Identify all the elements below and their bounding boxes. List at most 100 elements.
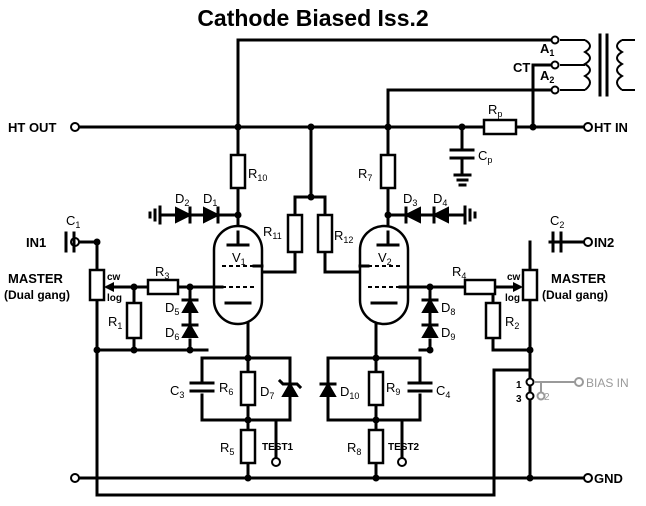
label-r9: R9	[386, 380, 400, 397]
resistor-r12	[316, 213, 334, 254]
label-r2: R2	[505, 314, 519, 331]
resistor-r2	[484, 301, 502, 340]
label-r7: R7	[358, 166, 372, 183]
label-v1: V1	[232, 250, 246, 267]
capacitor-c3	[189, 381, 215, 393]
label-r12: R12	[334, 228, 353, 245]
label-d4: D4	[433, 191, 447, 208]
label-rp: Rp	[488, 102, 502, 119]
diode-d5	[181, 298, 199, 313]
label-r11: R11	[263, 224, 282, 241]
diode-d3	[403, 206, 421, 224]
diode-d10	[319, 382, 337, 397]
label-d1: D1	[203, 191, 217, 208]
diode-d4	[431, 206, 449, 224]
in1-label: IN1	[26, 235, 46, 250]
label-r5: R5	[220, 440, 234, 457]
label-r4: R4	[452, 264, 466, 281]
capacitor-c2	[551, 231, 563, 253]
bias-in-label: BIAS IN	[586, 376, 629, 390]
bias-in-terminal	[574, 377, 584, 387]
master-left-subtitle: (Dual gang)	[4, 288, 70, 302]
master-pot-left	[88, 268, 106, 302]
test2-label: TEST2	[388, 442, 420, 453]
junction-dots	[93, 123, 537, 482]
label-d9: D9	[441, 325, 455, 342]
label-r1: R1	[108, 314, 122, 331]
gnd-terminal-left	[70, 473, 80, 483]
label-r10: R10	[248, 166, 267, 183]
label-r6: R6	[219, 380, 233, 397]
test1-terminal	[271, 457, 281, 467]
master-left-cw: cw	[107, 272, 121, 283]
label-c2: C2	[550, 213, 564, 230]
diode-d8	[421, 298, 439, 313]
diode-d7	[277, 378, 303, 397]
gnd-terminal	[583, 473, 593, 483]
master-right-title: MASTER	[551, 271, 607, 286]
label-c4: C4	[436, 383, 450, 400]
label-r3: R3	[155, 264, 169, 281]
capacitor-cp	[449, 148, 475, 160]
ht-out-label: HT OUT	[8, 120, 56, 135]
tap-a1-label: A1	[540, 41, 554, 58]
ht-out-terminal	[70, 122, 80, 132]
master-right-log: log	[505, 293, 520, 304]
diode-d9	[421, 323, 439, 338]
master-left-log: log	[107, 293, 122, 304]
resistor-r3	[146, 278, 180, 296]
resistor-r10	[229, 153, 247, 190]
label-c1: C1	[66, 213, 80, 230]
label-v2: V2	[378, 250, 392, 267]
master-pot-left-wiper	[104, 282, 114, 292]
ht-in-terminal	[583, 122, 593, 132]
bias-pin-2	[536, 391, 546, 401]
bias-pin-2-label: 2	[544, 392, 550, 403]
label-d8: D8	[441, 300, 455, 317]
output-transformer	[550, 33, 635, 97]
capacitor-c4	[407, 381, 433, 393]
resistor-r5	[239, 428, 257, 465]
master-left-title: MASTER	[8, 271, 64, 286]
tube-v1	[212, 224, 264, 326]
test2-terminal	[397, 457, 407, 467]
label-d6: D6	[165, 325, 179, 342]
label-d10: D10	[340, 384, 359, 401]
label-d7: D7	[260, 384, 274, 401]
label-cp: Cp	[478, 148, 492, 165]
in2-label: IN2	[594, 235, 614, 250]
bias-pin-1	[525, 377, 535, 387]
ground-left	[148, 205, 162, 225]
resistor-r7	[379, 153, 397, 190]
bias-pin-3	[525, 391, 535, 401]
resistor-rp	[482, 118, 518, 136]
ground-right	[463, 205, 477, 225]
label-c3: C3	[170, 383, 184, 400]
diode-d6	[181, 323, 199, 338]
label-d2: D2	[175, 191, 189, 208]
master-right-subtitle: (Dual gang)	[542, 288, 608, 302]
bias-pin-1-label: 1	[516, 380, 522, 391]
capacitor-c1	[64, 231, 76, 253]
tube-v2	[358, 224, 412, 326]
diode-d2	[175, 206, 193, 224]
label-d3: D3	[403, 191, 417, 208]
label-r8: R8	[347, 440, 361, 457]
gnd-label: GND	[594, 471, 623, 486]
ht-in-label: HT IN	[594, 120, 628, 135]
resistor-r6	[239, 370, 257, 407]
master-pot-right	[521, 268, 539, 302]
in2-terminal	[583, 237, 593, 247]
wiring	[73, 38, 590, 497]
resistor-r4	[463, 278, 497, 296]
resistor-r9	[367, 370, 385, 407]
master-right-cw: cw	[507, 272, 521, 283]
tap-a2-label: A2	[540, 68, 554, 85]
component-labels: Rp Cp R10 R7 R11 R12 D2 D1 D3 D4 C1 C2 R…	[66, 102, 564, 457]
diode-d1	[203, 206, 221, 224]
resistor-r8	[367, 428, 385, 465]
bias-pin-3-label: 3	[516, 394, 522, 405]
tap-ct-label: CT	[513, 60, 530, 75]
test1-label: TEST1	[262, 442, 294, 453]
